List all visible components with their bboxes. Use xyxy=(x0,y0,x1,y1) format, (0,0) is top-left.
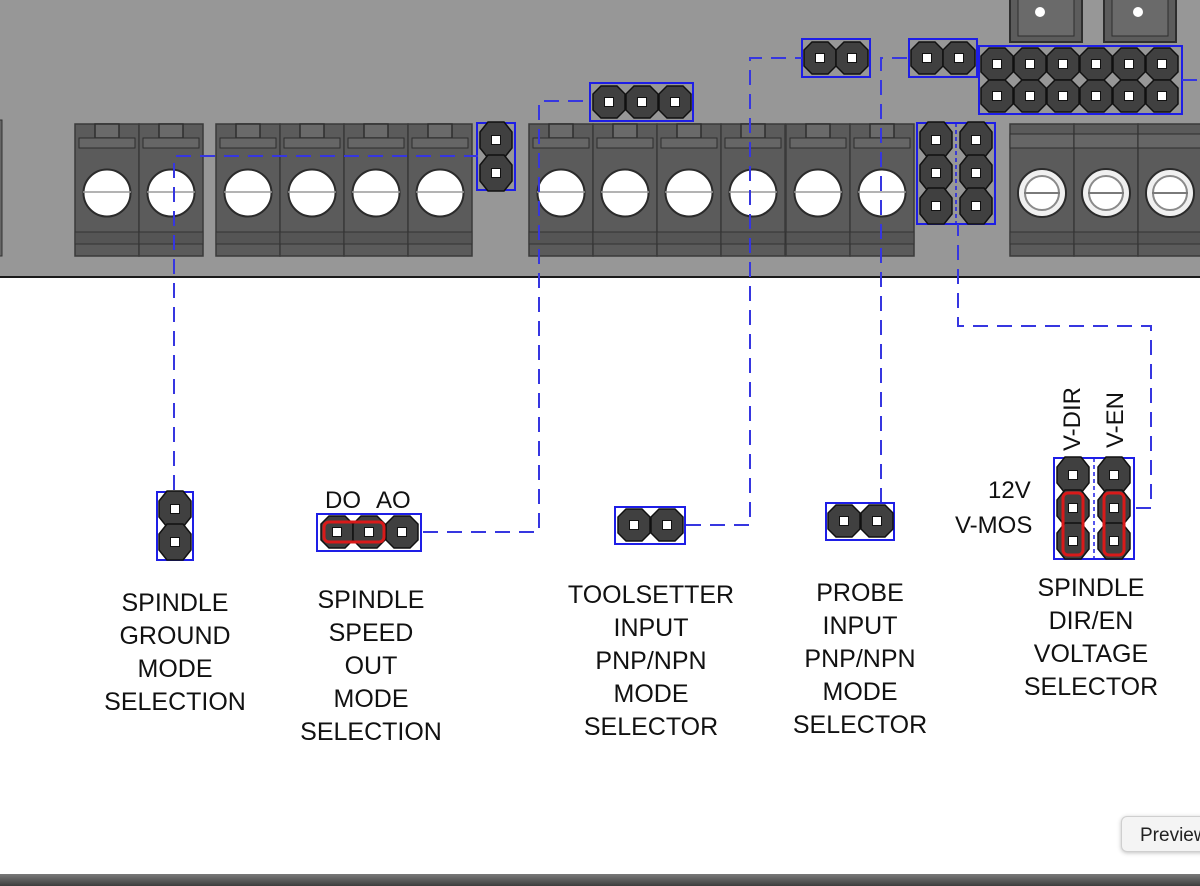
terminal-block-c xyxy=(528,123,786,257)
board-header-2x1-b xyxy=(908,38,978,78)
label-line: MODE xyxy=(613,680,689,708)
label-line: SELECTION xyxy=(300,718,442,746)
pin-label-12v: 12V xyxy=(988,477,1031,504)
leader-ground xyxy=(173,155,478,490)
pin-label-ao: AO xyxy=(376,487,411,514)
label-line: SPEED xyxy=(328,619,414,647)
label-spindle-ground: SPINDLE GROUND MODE SELECTION xyxy=(75,587,275,719)
label-line: SPINDLE xyxy=(317,586,425,614)
probe-jumper xyxy=(825,502,895,541)
label-spindle-dir-en: SPINDLE DIR/EN VOLTAGE SELECTOR xyxy=(991,572,1191,704)
dir-en-voltage-jumper xyxy=(1053,456,1135,560)
leader-speed xyxy=(423,100,590,533)
top-component-2 xyxy=(1103,0,1177,43)
spindle-speed-jumper xyxy=(316,513,422,552)
top-component-1 xyxy=(1009,0,1083,43)
label-line: SELECTOR xyxy=(792,711,928,739)
label-line: GROUND xyxy=(119,622,231,650)
spindle-ground-jumper xyxy=(156,490,194,561)
board-header-2x3 xyxy=(916,121,996,225)
label-line: TOOLSETTER xyxy=(567,581,735,609)
label-line: OUT xyxy=(344,652,398,680)
label-probe: PROBE INPUT PNP/NPN MODE SELECTOR xyxy=(760,577,960,742)
label-line: DIR/EN xyxy=(1048,607,1134,635)
leader-probe xyxy=(880,57,909,503)
leader-lines xyxy=(173,57,1200,533)
label-line: MODE xyxy=(822,678,898,706)
leader-toolsetter xyxy=(686,57,802,526)
label-line: SELECTOR xyxy=(583,713,719,741)
leader-dir-en xyxy=(957,224,1152,509)
left-connector-stub xyxy=(0,119,3,257)
board-header-3x1 xyxy=(589,82,694,122)
label-line: MODE xyxy=(333,685,409,713)
label-line: VOLTAGE xyxy=(1033,640,1149,668)
label-line: SELECTION xyxy=(104,688,246,716)
terminal-block-d xyxy=(785,123,915,257)
dock-bar xyxy=(0,874,1200,886)
label-line: INPUT xyxy=(613,614,689,642)
label-line: PROBE xyxy=(816,579,904,607)
label-spindle-speed: SPINDLE SPEED OUT MODE SELECTION xyxy=(271,584,471,749)
terminal-block-e xyxy=(1009,123,1200,257)
pin-label-vdir: V-DIR xyxy=(1059,386,1086,451)
terminal-block-a xyxy=(74,123,204,257)
toolsetter-jumper xyxy=(614,506,686,545)
label-line: SPINDLE xyxy=(121,589,229,617)
pin-label-vmos: V-MOS xyxy=(955,512,1033,539)
label-line: SPINDLE xyxy=(1037,574,1145,602)
label-line: MODE xyxy=(137,655,213,683)
label-line: PNP/NPN xyxy=(804,645,916,673)
pin-label-ven: V-EN xyxy=(1102,391,1129,448)
terminal-block-b xyxy=(215,123,473,257)
label-line: PNP/NPN xyxy=(595,647,707,675)
label-toolsetter: TOOLSETTER INPUT PNP/NPN MODE SELECTOR xyxy=(541,579,761,744)
label-line: INPUT xyxy=(822,612,898,640)
preview-tooltip: Preview xyxy=(1121,816,1200,852)
label-line: SELECTOR xyxy=(1023,673,1159,701)
pin-label-do: DO xyxy=(325,487,361,514)
